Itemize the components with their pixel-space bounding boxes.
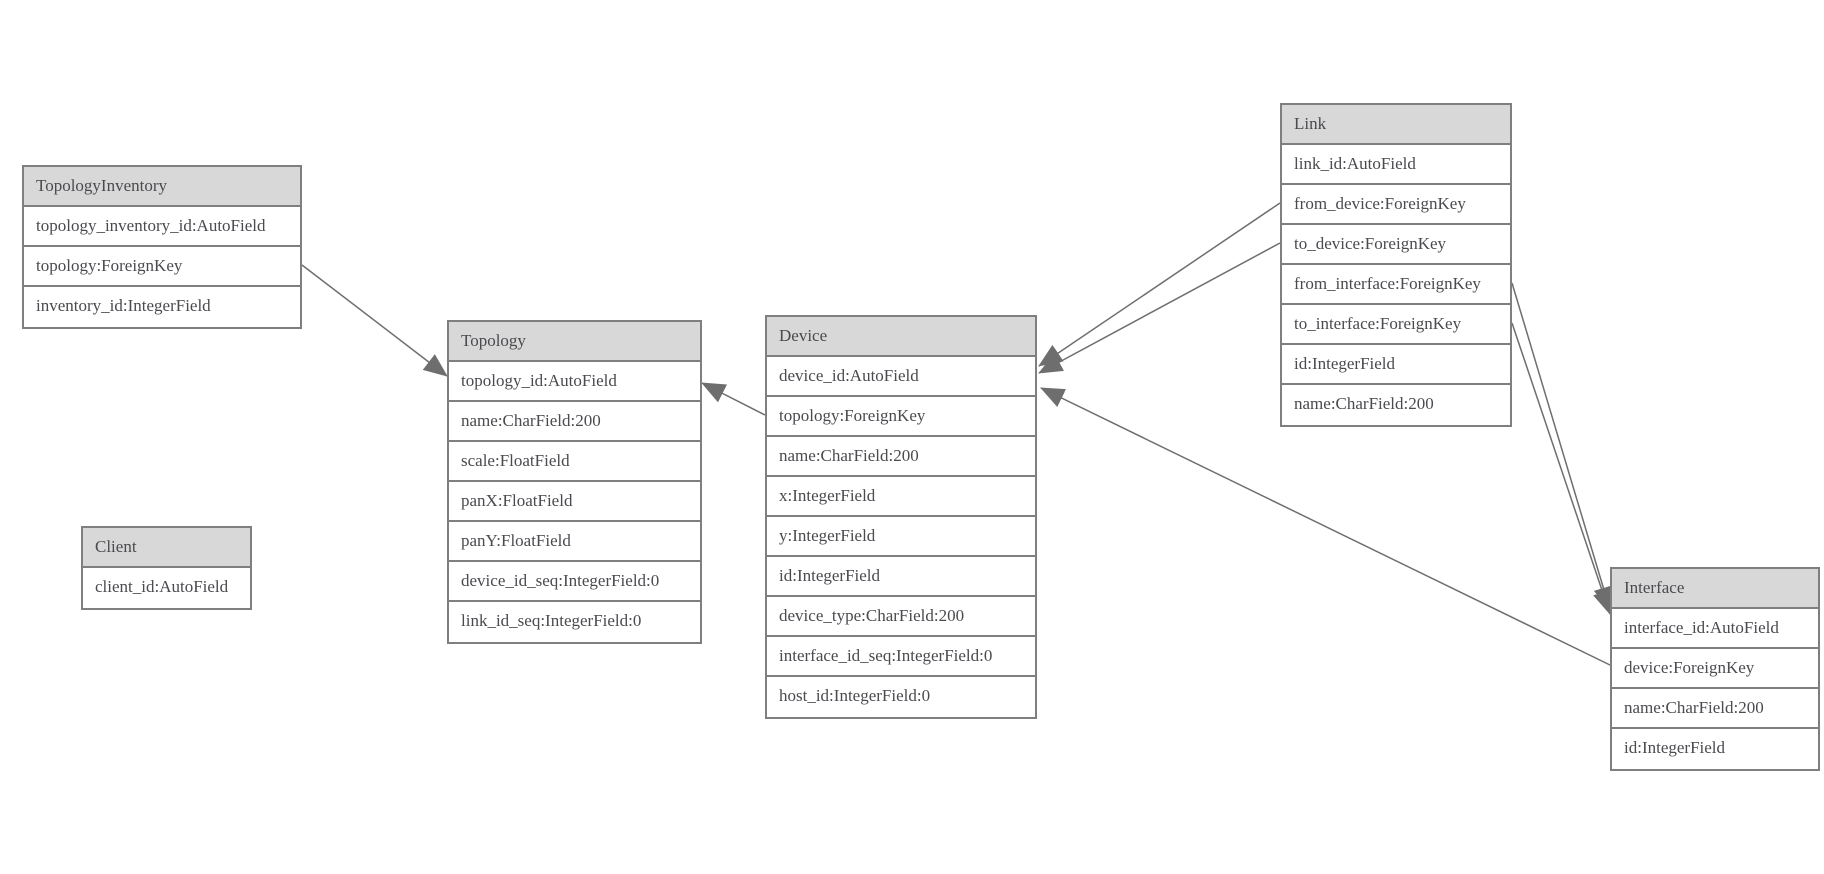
- entity-field-inventory_id: inventory_id:IntegerField: [24, 287, 300, 327]
- entity-field-name: name:CharField:200: [1282, 385, 1510, 425]
- entity-field-interface_id_seq: interface_id_seq:IntegerField:0: [767, 637, 1035, 677]
- entity-field-id: id:IntegerField: [1282, 345, 1510, 385]
- entity-field-id: id:IntegerField: [1612, 729, 1818, 769]
- connection-topologyinventory.topology-to-topology.topology_id: [301, 264, 448, 377]
- entity-field-client_id: client_id:AutoField: [83, 568, 250, 608]
- entity-title: Link: [1282, 105, 1510, 145]
- entity-field-panY: panY:FloatField: [449, 522, 700, 562]
- entity-field-to_interface: to_interface:ForeignKey: [1282, 305, 1510, 345]
- entity-title: Device: [767, 317, 1035, 357]
- entity-field-name: name:CharField:200: [1612, 689, 1818, 729]
- entity-field-name: name:CharField:200: [767, 437, 1035, 477]
- entity-title: Topology: [449, 322, 700, 362]
- entity-field-device: device:ForeignKey: [1612, 649, 1818, 689]
- entity-title: TopologyInventory: [24, 167, 300, 207]
- entity-field-id: id:IntegerField: [767, 557, 1035, 597]
- entity-field-name: name:CharField:200: [449, 402, 700, 442]
- entity-field-x: x:IntegerField: [767, 477, 1035, 517]
- entity-field-link_id_seq: link_id_seq:IntegerField:0: [449, 602, 700, 642]
- connection-link.from_interface-to-interface.interface_id: [1511, 282, 1613, 611]
- entity-field-scale: scale:FloatField: [449, 442, 700, 482]
- entity-field-interface_id: interface_id:AutoField: [1612, 609, 1818, 649]
- entity-title: Interface: [1612, 569, 1818, 609]
- entity-field-topology: topology:ForeignKey: [767, 397, 1035, 437]
- entity-field-topology: topology:ForeignKey: [24, 247, 300, 287]
- connection-device.topology-to-topology.topology_id: [701, 382, 766, 416]
- entity-field-topology_inventory_id: topology_inventory_id:AutoField: [24, 207, 300, 247]
- connection-link.to_interface-to-interface.interface_id: [1511, 322, 1613, 615]
- connection-interface.device-to-device.device_id: [1040, 387, 1611, 666]
- entity-field-from_device: from_device:ForeignKey: [1282, 185, 1510, 225]
- entity-field-panX: panX:FloatField: [449, 482, 700, 522]
- entity-field-to_device: to_device:ForeignKey: [1282, 225, 1510, 265]
- connection-link.from_device-to-device.device_id: [1038, 202, 1281, 367]
- entity-field-link_id: link_id:AutoField: [1282, 145, 1510, 185]
- entity-field-host_id: host_id:IntegerField:0: [767, 677, 1035, 717]
- entity-field-topology_id: topology_id:AutoField: [449, 362, 700, 402]
- connection-link.to_device-to-device.device_id: [1038, 242, 1281, 374]
- entity-field-device_type: device_type:CharField:200: [767, 597, 1035, 637]
- entity-field-from_interface: from_interface:ForeignKey: [1282, 265, 1510, 305]
- entity-field-device_id: device_id:AutoField: [767, 357, 1035, 397]
- entity-title: Client: [83, 528, 250, 568]
- entity-field-y: y:IntegerField: [767, 517, 1035, 557]
- entity-field-device_id_seq: device_id_seq:IntegerField:0: [449, 562, 700, 602]
